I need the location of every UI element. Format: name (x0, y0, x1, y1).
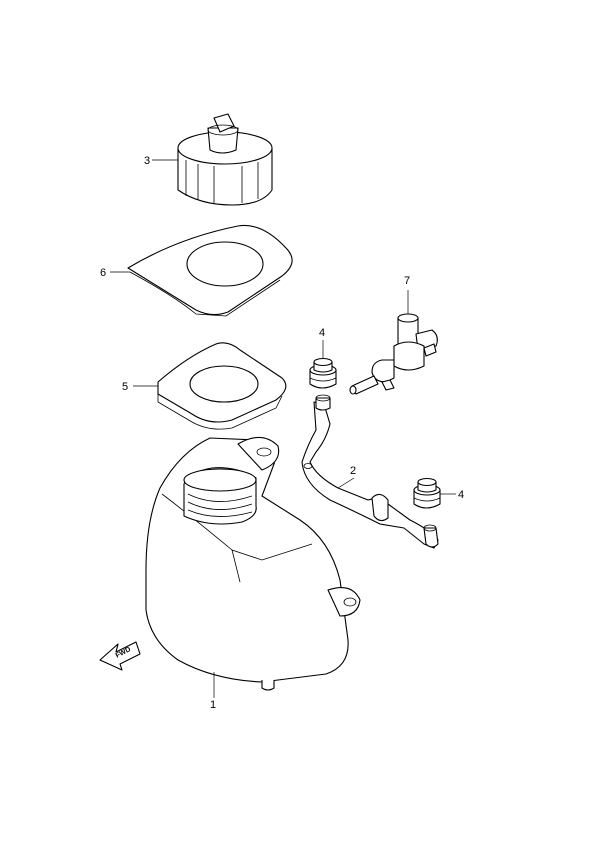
callout-7: 7 (404, 275, 410, 287)
leader-2 (337, 477, 355, 489)
fuel-tank (145, 436, 361, 691)
callout-6: 6 (100, 267, 106, 279)
callout-5: 5 (122, 381, 128, 393)
tank-bracket (301, 394, 439, 549)
fuel-valve (349, 313, 438, 395)
callout-2: 2 (350, 465, 356, 477)
fuel-cap (177, 113, 273, 206)
grommet-lower (413, 477, 441, 509)
tank-gasket (157, 342, 287, 430)
callout-4a: 4 (319, 327, 325, 339)
callout-3: 3 (144, 155, 150, 167)
fwd-arrow-icon: FWD (99, 641, 141, 671)
callout-1: 1 (210, 699, 216, 711)
callout-4b: 4 (458, 489, 464, 501)
cap-gasket-plate (127, 224, 293, 317)
grommet-upper (309, 357, 337, 389)
